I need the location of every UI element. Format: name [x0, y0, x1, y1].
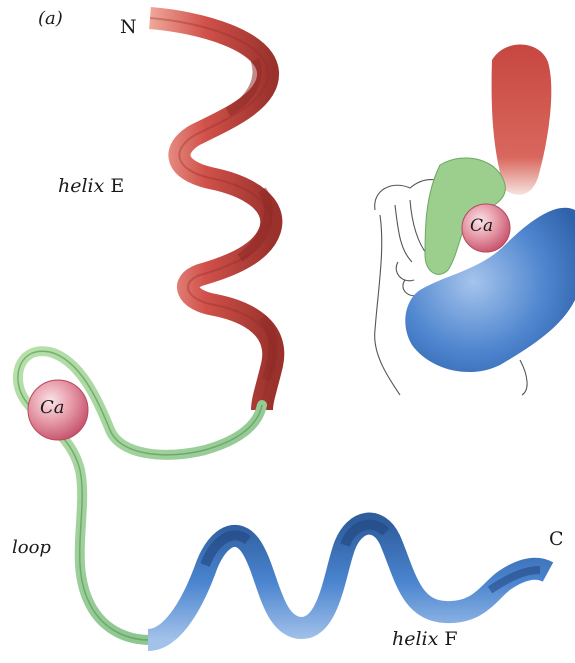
- calcium-inset-label: Ca: [470, 216, 493, 236]
- helix-e-letter: E: [110, 175, 124, 197]
- n-terminus-label: N: [120, 16, 137, 38]
- helix-e-label: helix E: [58, 175, 124, 197]
- panel-label: (a): [38, 8, 63, 29]
- helix-f-letter: F: [444, 628, 457, 650]
- helix-f: [148, 524, 548, 640]
- helix-e: [150, 18, 273, 410]
- helix-f-word: helix: [392, 628, 438, 650]
- helix-f-label: helix F: [392, 628, 458, 650]
- calcium-main-label: Ca: [40, 397, 65, 418]
- c-terminus-label: C: [549, 528, 564, 550]
- loop-label: loop: [12, 537, 51, 558]
- helix-e-word: helix: [58, 175, 104, 197]
